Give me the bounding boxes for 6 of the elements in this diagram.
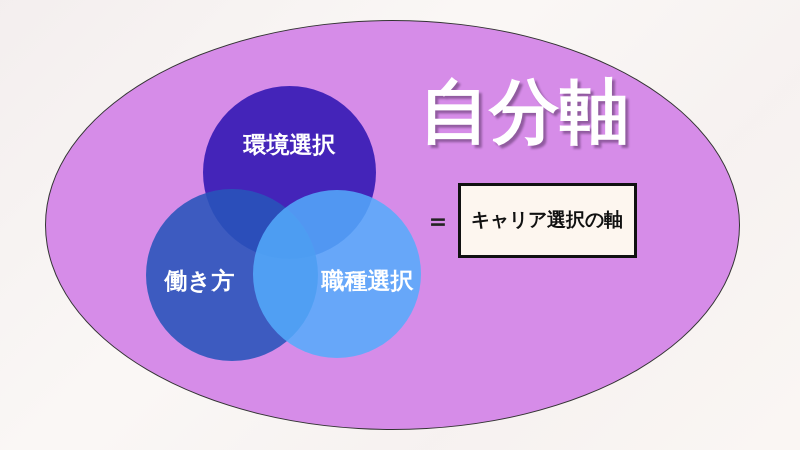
circle-label: 職種選択 [322,268,414,294]
circle-label: 働き方 [164,268,234,294]
circle-label: 環境選択 [244,132,336,158]
equals-sign: = [428,210,448,236]
heading: 自分軸 [420,73,630,150]
text-box: キャリア選択の軸 [458,182,636,258]
